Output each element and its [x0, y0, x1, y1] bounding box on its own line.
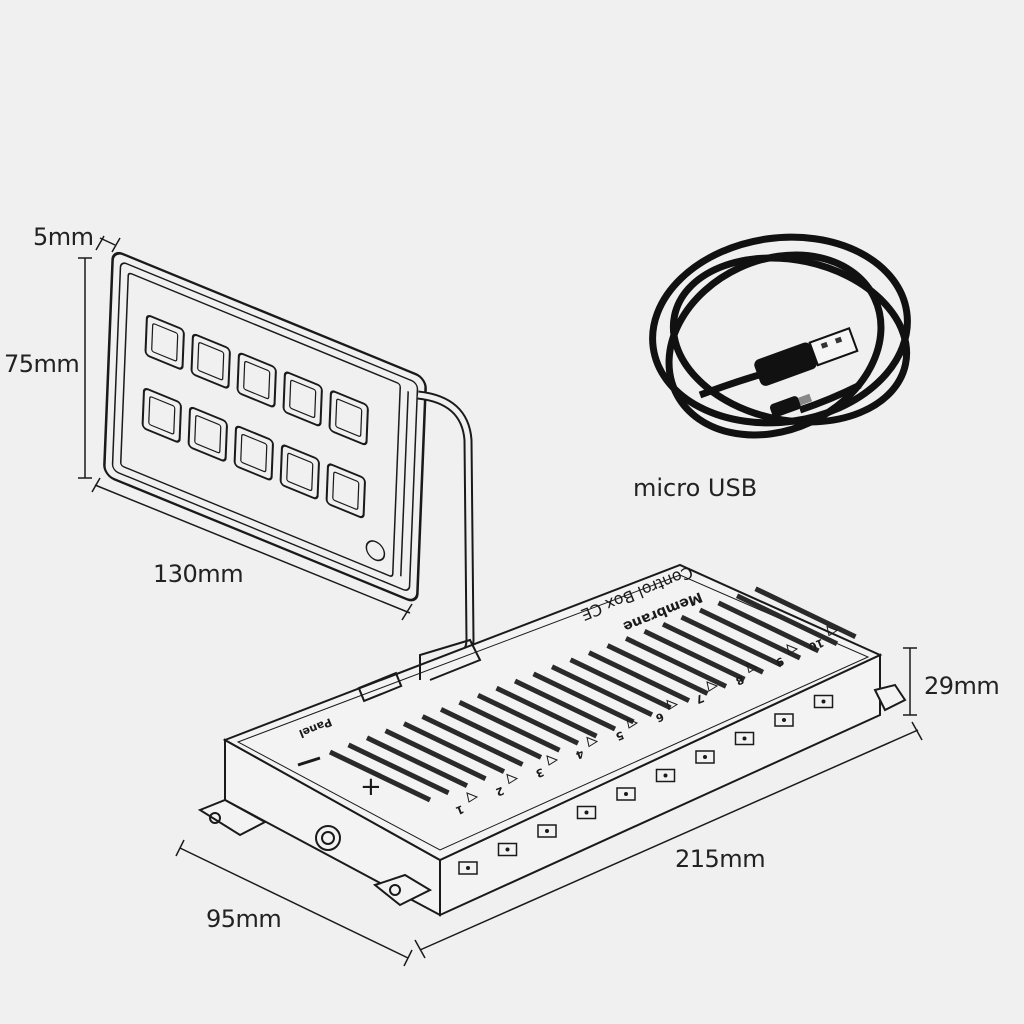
- channel-arrow-icon: [826, 625, 839, 637]
- stripe: [439, 707, 543, 760]
- dim-panel-depth: 5mm: [33, 223, 94, 251]
- channel-arrow-icon: [746, 662, 759, 674]
- box-terminals: [458, 694, 834, 875]
- panel-button-inner: [286, 452, 314, 492]
- terminal-screw: [466, 866, 470, 870]
- stripe: [476, 692, 580, 746]
- stripe: [328, 749, 432, 803]
- stripe: [513, 678, 617, 732]
- stripe: [624, 636, 728, 689]
- stripe: [717, 600, 820, 654]
- stripe: [698, 607, 802, 661]
- terminal-screw: [821, 699, 826, 704]
- channel-arrow-icon: [546, 755, 559, 766]
- channel-label: 3: [534, 765, 546, 780]
- micro-usb-cable: [649, 233, 911, 439]
- panel-button-inner: [148, 396, 176, 435]
- dim-box-width: 95mm: [206, 905, 282, 933]
- panel-button[interactable]: [190, 333, 231, 389]
- micro-usb-plug: [769, 393, 813, 418]
- channel-label: 9: [774, 654, 786, 669]
- channel-label: 7: [694, 691, 706, 706]
- panel-button[interactable]: [279, 444, 320, 500]
- terminal-screw: [782, 718, 786, 722]
- channel-arrow-icon: [466, 792, 479, 803]
- panel-button-inner: [194, 415, 222, 454]
- panel-button-inner: [243, 360, 271, 400]
- minus-sign: [297, 756, 321, 767]
- panel-button[interactable]: [187, 406, 228, 462]
- panel-cable: [417, 390, 475, 665]
- cable-label: micro USB: [633, 474, 758, 502]
- channel-arrow-icon: [586, 736, 599, 748]
- switch-panel: [103, 251, 427, 602]
- stripe: [347, 742, 450, 796]
- dim-panel-width: 130mm: [153, 560, 244, 588]
- panel-button[interactable]: [233, 425, 274, 481]
- terminal-screw: [545, 829, 549, 833]
- terminal-screw: [584, 810, 589, 815]
- panel-button[interactable]: [141, 387, 182, 443]
- channel-label: 5: [614, 728, 626, 743]
- channel-label: 8: [734, 673, 746, 688]
- panel-button-inner: [332, 471, 360, 510]
- terminal-screw: [663, 773, 668, 778]
- panel-button-inner: [240, 433, 268, 473]
- stripe: [680, 614, 783, 668]
- usb-a-plug: [754, 327, 859, 386]
- stripe: [365, 735, 469, 789]
- panel-button[interactable]: [282, 371, 323, 427]
- panel-button[interactable]: [325, 463, 366, 519]
- stripe: [402, 721, 506, 774]
- dimension-lines: [78, 235, 923, 967]
- stripe: [384, 728, 487, 781]
- stripe: [735, 593, 839, 647]
- stripe: [421, 714, 524, 767]
- dim-box-length: 215mm: [675, 845, 766, 873]
- stripe: [458, 700, 561, 753]
- stripe: [550, 664, 654, 718]
- channel-arrow-icon: [626, 718, 639, 729]
- terminal-screw: [624, 792, 628, 796]
- panel-button-inner: [335, 398, 363, 437]
- panel-button-inner: [197, 342, 225, 381]
- dim-box-height: 29mm: [924, 672, 1000, 700]
- panel-buttons: [141, 314, 369, 519]
- stripe: [569, 657, 672, 710]
- stripe: [495, 685, 598, 739]
- dim-panel-height: 75mm: [4, 350, 80, 378]
- stripe: [587, 650, 691, 703]
- stripe: [643, 629, 746, 682]
- stripe: [606, 643, 709, 696]
- stripe: [661, 621, 765, 675]
- channel-label: 10: [806, 636, 825, 654]
- terminal-screw: [703, 755, 707, 759]
- stripe: [754, 586, 857, 639]
- channel-arrow-icon: [666, 699, 679, 711]
- terminal-screw: [742, 736, 747, 741]
- channel-arrow-icon: [706, 681, 719, 692]
- panel-button[interactable]: [328, 390, 369, 446]
- box-stripes: [328, 586, 857, 803]
- panel-button-inner: [151, 323, 179, 362]
- channel-arrow-icon: [506, 773, 519, 785]
- plus-sign: +: [360, 772, 382, 802]
- panel-button[interactable]: [144, 314, 185, 370]
- panel-button[interactable]: [236, 352, 277, 408]
- control-box: [197, 563, 907, 917]
- channel-label: 1: [454, 802, 466, 817]
- channel-label: 2: [494, 784, 506, 799]
- channel-arrow-icon: [786, 644, 799, 655]
- panel-button-inner: [289, 379, 317, 419]
- terminal-screw: [505, 847, 510, 852]
- stripe: [532, 671, 635, 725]
- panel-logo-icon: [365, 540, 386, 562]
